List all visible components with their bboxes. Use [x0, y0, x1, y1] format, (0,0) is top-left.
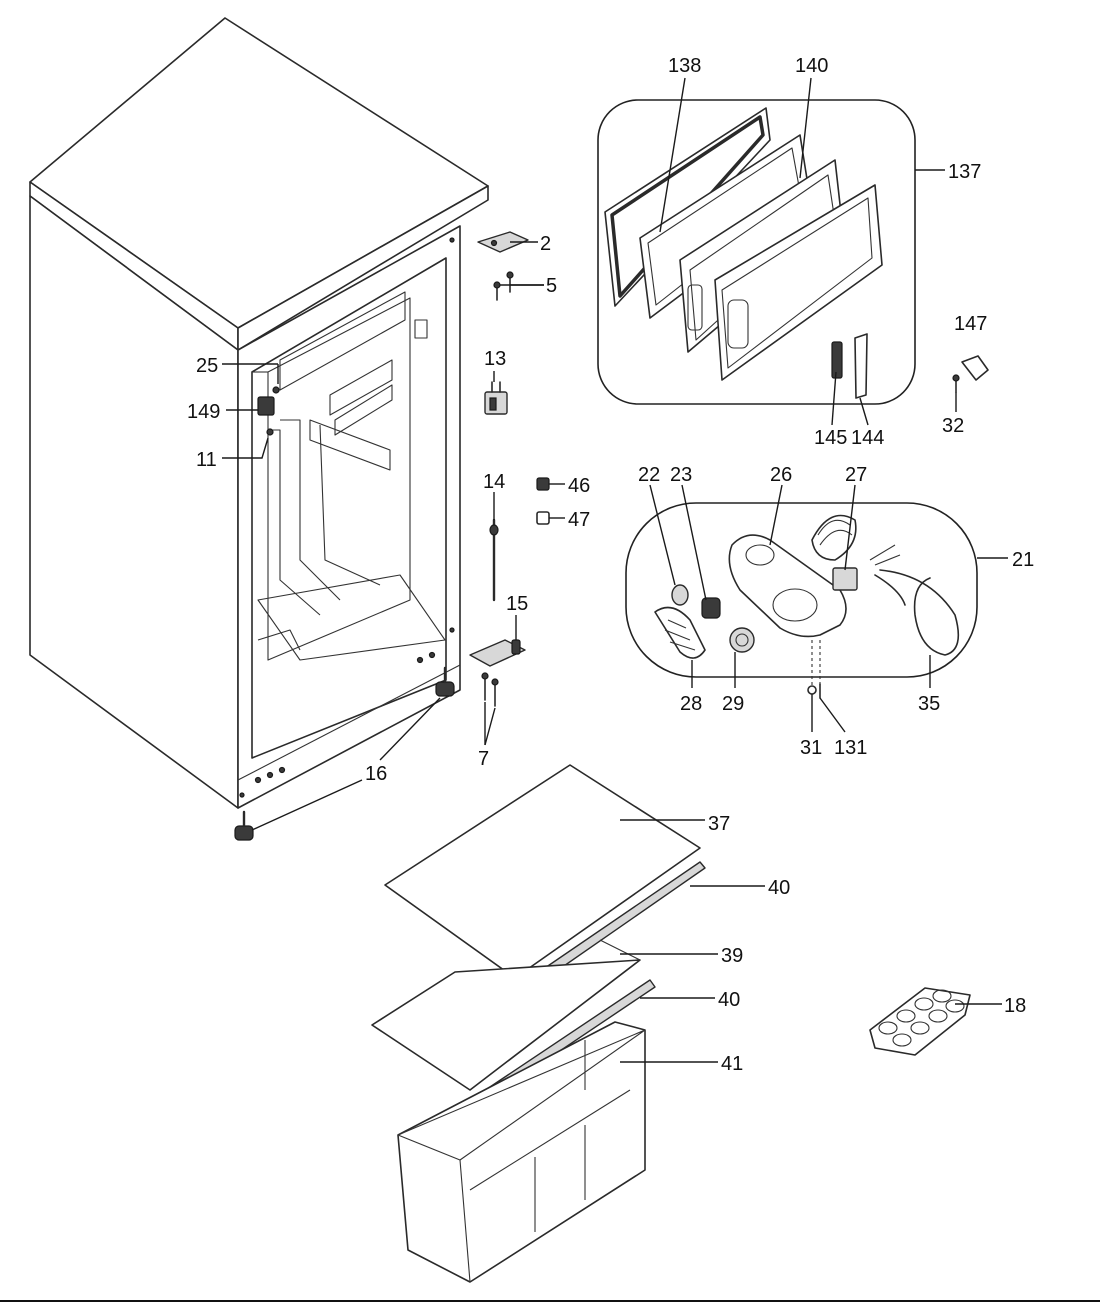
callout-labels: 138 140 137 2 5 25 149 13 147 11 145 144…	[187, 55, 1034, 1075]
callout-145: 145	[814, 427, 847, 449]
callout-40-lower: 40	[718, 989, 740, 1011]
cabinet	[29, 17, 489, 809]
callout-15: 15	[506, 593, 528, 615]
callout-5: 5	[546, 275, 557, 297]
callout-138: 138	[668, 55, 701, 77]
callout-26: 26	[770, 464, 792, 486]
callout-47: 47	[568, 509, 590, 531]
callout-16: 16	[365, 763, 387, 785]
glass-shelf-37	[384, 764, 701, 979]
callout-18: 18	[1004, 995, 1026, 1017]
callout-35: 35	[918, 693, 940, 715]
callout-22: 22	[638, 464, 660, 486]
callout-147: 147	[954, 313, 987, 335]
leader-lines	[222, 77, 1008, 1063]
callout-7: 7	[478, 748, 489, 770]
callout-31: 31	[800, 737, 822, 759]
callout-21: 21	[1012, 549, 1034, 571]
callout-46: 46	[568, 475, 590, 497]
callout-140: 140	[795, 55, 828, 77]
callout-28: 28	[680, 693, 702, 715]
thermostat-lamp-group	[625, 502, 978, 699]
callout-29: 29	[722, 693, 744, 715]
callout-41: 41	[721, 1053, 743, 1075]
callout-11: 11	[196, 449, 217, 471]
callout-137: 137	[948, 161, 981, 183]
callout-14: 14	[483, 471, 505, 493]
freezer-door-group	[597, 99, 916, 405]
callout-2: 2	[540, 233, 551, 255]
callout-144: 144	[851, 427, 884, 449]
callout-27: 27	[845, 464, 867, 486]
callout-40-upper: 40	[768, 877, 790, 899]
callout-13: 13	[484, 348, 506, 370]
top-hinge	[477, 231, 529, 253]
crisper-drawer-41	[397, 1021, 646, 1283]
hinges-and-fasteners	[234, 231, 989, 841]
callout-149: 149	[187, 401, 220, 423]
shelves-and-crisper	[371, 764, 706, 1283]
group-outline-137	[597, 99, 916, 405]
group-outline-21	[625, 502, 978, 678]
callout-37: 37	[708, 813, 730, 835]
callout-23: 23	[670, 464, 692, 486]
callout-32: 32	[942, 415, 964, 437]
callout-39: 39	[721, 945, 743, 967]
egg-tray	[869, 987, 971, 1056]
callout-131: 131	[834, 737, 867, 759]
callout-25: 25	[196, 355, 218, 377]
